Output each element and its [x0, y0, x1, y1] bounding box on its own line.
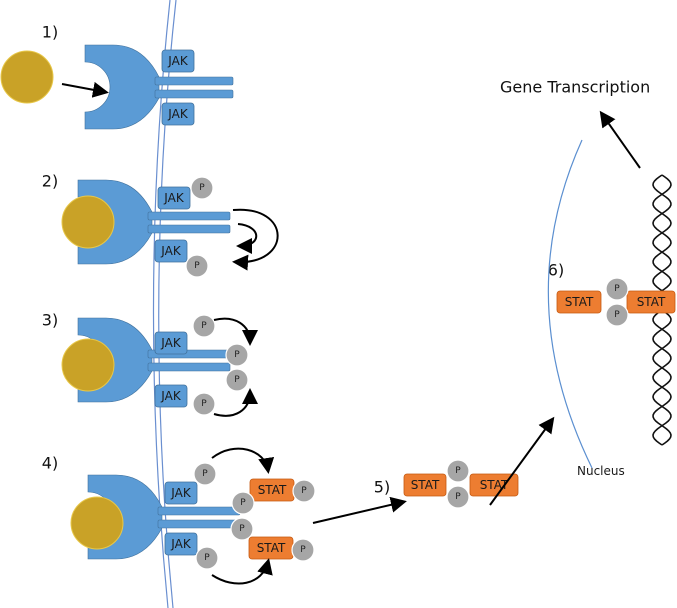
phosphate-label: P [301, 486, 307, 496]
jak-label: JAK [160, 244, 182, 258]
stat-label: STAT [257, 541, 286, 555]
receptor-tail [147, 224, 231, 234]
phosphate-circle [192, 392, 216, 416]
jak-box [154, 239, 188, 263]
step-label-2: 2) [42, 172, 58, 191]
phosphate-circle [605, 277, 629, 301]
jak-label: JAK [160, 336, 182, 350]
step-label-6: 6) [548, 261, 564, 280]
ligand [0, 50, 54, 104]
ligand [61, 195, 115, 249]
phosphate-circle [446, 485, 470, 509]
stat-label: STAT [637, 295, 666, 309]
jak-label: JAK [170, 486, 192, 500]
jak-box [154, 331, 188, 355]
phosphate-label: P [202, 469, 208, 479]
phosphate-label: P [240, 498, 246, 508]
step-label-1: 1) [42, 23, 58, 42]
phosphorylation-arrow [213, 317, 258, 346]
receptor-tail [147, 362, 231, 372]
jak-box [164, 481, 198, 505]
jak-box [157, 186, 191, 210]
stat-box [403, 473, 447, 497]
jak-label: JAK [167, 54, 189, 68]
phosphate-label: P [455, 466, 461, 476]
phosphate-label: P [614, 310, 620, 320]
ligand [70, 496, 124, 550]
stat-label: STAT [258, 483, 287, 497]
jak-label: JAK [170, 537, 192, 551]
receptor-tail [157, 506, 241, 516]
stat-recruit-arrow [211, 447, 275, 474]
jak-label: JAK [163, 191, 185, 205]
phosphate-label: P [234, 350, 240, 360]
nucleus-envelope [547, 139, 593, 469]
stat-label: STAT [411, 478, 440, 492]
phosphate-circle [192, 314, 216, 338]
stat-label: STAT [565, 295, 594, 309]
gene-transcription-label: Gene Transcription [500, 78, 650, 97]
phosphate-circle [446, 459, 470, 483]
phosphate-circle [230, 517, 254, 541]
phosphate-circle [190, 176, 214, 200]
jak-label: JAK [160, 389, 182, 403]
phosphate-label: P [300, 545, 306, 555]
step-label-3: 3) [42, 311, 58, 330]
phosphate-circle [185, 254, 209, 278]
phosphate-circle [193, 462, 217, 486]
jak-label: JAK [167, 107, 189, 121]
phosphorylation-arrow [213, 388, 258, 417]
step-label-5: 5) [374, 478, 390, 497]
transcription-arrow [599, 110, 641, 169]
phosphate-circle [195, 546, 219, 570]
cross-phosphorylation-arrow [232, 208, 279, 271]
phosphate-label: P [201, 321, 207, 331]
binding-arrow [61, 81, 109, 98]
phosphate-label: P [201, 399, 207, 409]
phosphate-label: P [204, 553, 210, 563]
jak-box [161, 102, 195, 126]
dimer-release-arrow [312, 496, 407, 524]
phosphate-label: P [234, 375, 240, 385]
stat-recruit-arrow [211, 558, 273, 585]
phosphate-circle [225, 368, 249, 392]
receptor-body [84, 44, 160, 130]
phosphate-label: P [239, 524, 245, 534]
ligand [61, 338, 115, 392]
nuclear-import-arrow [489, 416, 555, 506]
cross-phosphorylation-arrow [236, 223, 258, 254]
receptor-tail [157, 519, 241, 529]
jak-box [161, 49, 195, 73]
phosphate-label: P [455, 492, 461, 502]
jak-box [154, 384, 188, 408]
phosphate-circle [605, 303, 629, 327]
receptor-tail [147, 211, 231, 221]
receptor-tail [154, 89, 234, 99]
phosphate-circle [225, 343, 249, 367]
step-label-4: 4) [42, 454, 58, 473]
phosphate-circle [291, 538, 315, 562]
stat-box [469, 473, 519, 497]
receptor [84, 44, 234, 130]
phosphate-label: P [614, 284, 620, 294]
phosphate-label: P [199, 183, 205, 193]
jak-box [164, 532, 198, 556]
phosphate-label: P [194, 261, 200, 271]
nucleus-label: Nucleus [577, 464, 625, 478]
phosphate-circle [231, 491, 255, 515]
receptor-tail [154, 76, 234, 86]
phosphate-circle [292, 479, 316, 503]
stat-box [626, 290, 676, 314]
stat-box [556, 290, 602, 314]
